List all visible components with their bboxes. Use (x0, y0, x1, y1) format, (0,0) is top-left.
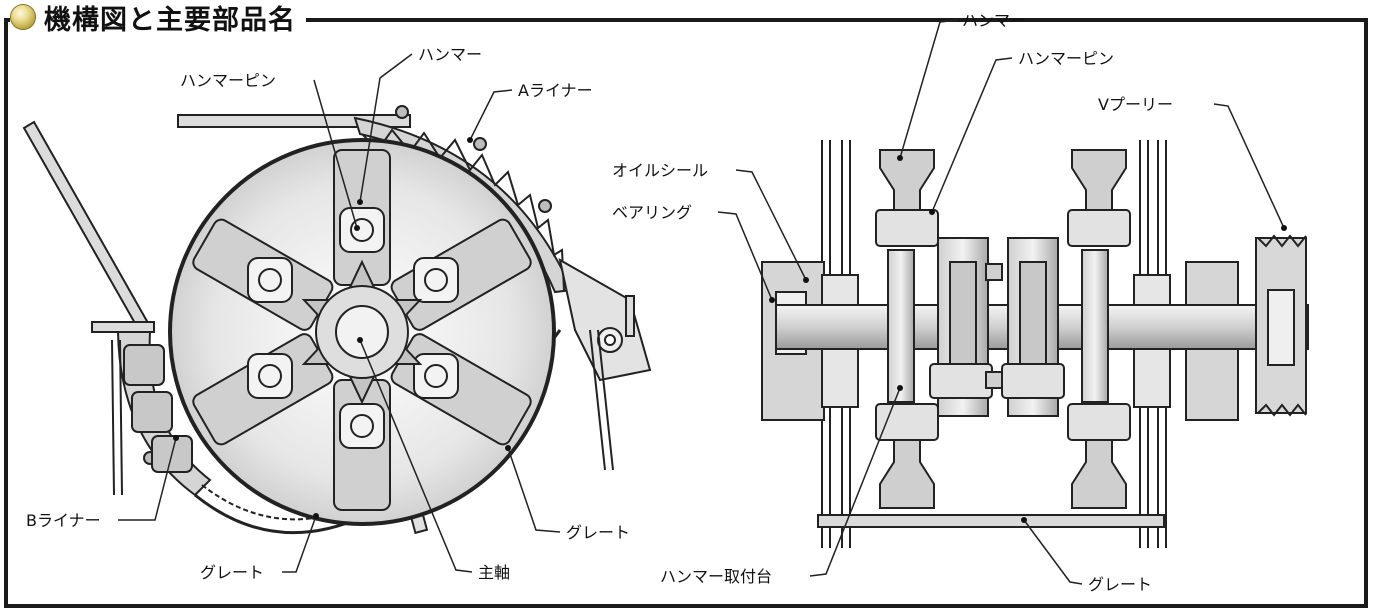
label-right-hammer-pin: ハンマーピン (1018, 49, 1114, 68)
label-main-shaft: 主軸 (478, 563, 510, 582)
right-front-view (761, 140, 1309, 548)
grate-bar (817, 514, 1165, 528)
hammer-top-right (1071, 149, 1127, 213)
right-leader-dots (769, 155, 1287, 523)
grate-support (589, 329, 606, 471)
pin (350, 414, 374, 438)
bullet-icon (10, 4, 36, 30)
b-liner-block (131, 391, 173, 433)
label-grate-bottom: グレート (200, 563, 264, 582)
hammer-bottom-right (1071, 439, 1127, 509)
right-bracket (558, 258, 652, 382)
label-v-pulley: Vプーリー (1098, 95, 1173, 114)
pin-block (929, 363, 993, 399)
feed-chute (22, 120, 154, 334)
bolt (473, 137, 487, 151)
label-right-grate: グレート (1088, 575, 1152, 594)
label-left-hammer-pin: ハンマーピン (180, 71, 276, 90)
bracket-tab (625, 295, 635, 337)
pin-block (1067, 403, 1131, 441)
pin-block (1067, 209, 1131, 247)
v-pulley-grooves-top (1257, 234, 1307, 248)
label-right-hammer: ハンマー (962, 11, 1026, 30)
label-hammer-mount: ハンマー取付台 (660, 567, 772, 586)
top-plate (177, 114, 411, 128)
pin-block (875, 209, 939, 247)
pin-block (1001, 363, 1065, 399)
label-left-hammer: ハンマー (418, 45, 482, 64)
pin (424, 364, 448, 388)
hammer-pins (247, 207, 459, 449)
hammer-mount-plate (1081, 249, 1109, 403)
nut (985, 371, 1003, 389)
hammer-top-left (879, 149, 935, 213)
title-bar: 機構図と主要部品名 (10, 0, 306, 36)
nut (985, 263, 1003, 281)
pin (258, 364, 282, 388)
casing-wall (111, 339, 115, 496)
label-bearing: ベアリング (612, 203, 692, 222)
label-grate-right: グレート (566, 523, 630, 542)
label-oil-seal: オイルシール (612, 161, 708, 180)
bolt (395, 105, 409, 119)
casing-wall (119, 339, 123, 496)
left-leader-dots (173, 137, 511, 519)
pin (424, 268, 448, 292)
label-a-liner: Aライナー (518, 81, 593, 100)
left-leader-lines (118, 53, 561, 573)
left-ledge (91, 321, 155, 333)
right-leader-lines (717, 19, 1285, 585)
v-pulley-grooves-bottom (1257, 403, 1307, 417)
v-pulley-hub (1267, 289, 1295, 366)
label-b-liner: Bライナー (26, 511, 101, 530)
pivot-pin-hole (604, 334, 616, 346)
pin (258, 268, 282, 292)
pin (350, 218, 374, 242)
grate-support (597, 329, 614, 471)
left-cross-section (22, 105, 652, 535)
main-shaft (335, 305, 389, 359)
pin-block (875, 403, 939, 441)
v-pulley (1255, 237, 1307, 414)
bolt (538, 199, 552, 213)
hammer-bottom-left (879, 439, 935, 509)
hammer-mount-plate (887, 249, 915, 403)
b-liner-block (123, 344, 165, 386)
page-title: 機構図と主要部品名 (44, 4, 296, 36)
